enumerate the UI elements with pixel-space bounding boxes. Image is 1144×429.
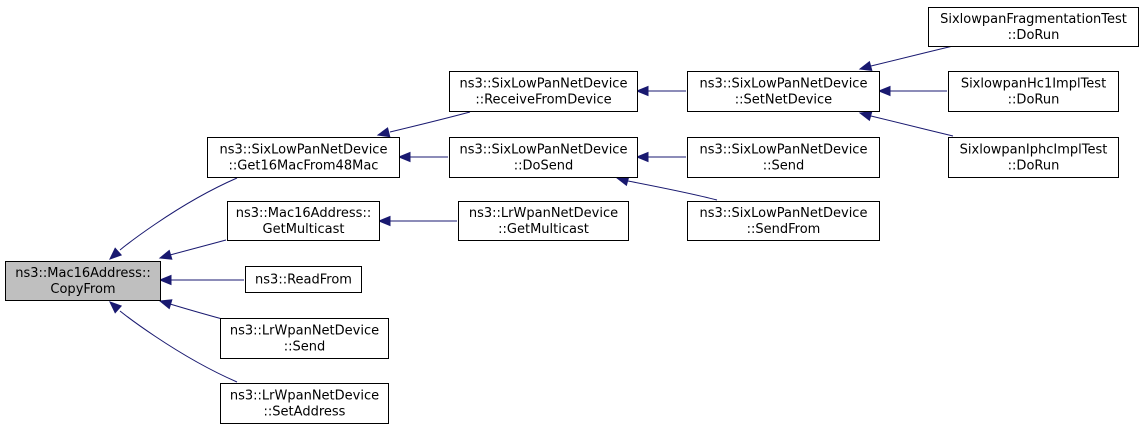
node-label-line: ns3::Mac16Address:: — [15, 266, 150, 281]
node-label-line: ns3::ReadFrom — [255, 273, 352, 288]
arrowhead — [635, 85, 649, 97]
node-label-line: ::SetAddress — [264, 405, 346, 420]
node-root: ns3::Mac16Address::CopyFrom — [5, 261, 161, 301]
edge-lrgetmulti-to-mac16multi — [377, 215, 457, 227]
node-box — [245, 266, 362, 293]
arrowhead — [158, 249, 173, 260]
arrowhead — [635, 151, 649, 163]
node-label-line: ::Send — [284, 340, 326, 355]
edge-lrsetaddr-to-root — [109, 301, 238, 383]
node-box — [5, 261, 161, 301]
node-label-line: ::ReceiveFromDevice — [475, 93, 611, 108]
node-box — [458, 201, 629, 241]
node-box — [687, 137, 880, 178]
node-get16[interactable]: ns3::SixLowPanNetDevice::Get16MacFrom48M… — [207, 137, 400, 178]
node-sixsend[interactable]: ns3::SixLowPanNetDevice::Send — [687, 137, 880, 178]
arrowhead — [877, 85, 891, 97]
node-lrsetaddr[interactable]: ns3::LrWpanNetDevice::SetAddress — [220, 383, 389, 424]
edge-readfrom-to-root — [158, 274, 244, 286]
node-mac16multi[interactable]: ns3::Mac16Address::GetMulticast — [227, 201, 380, 241]
node-label-line: ns3::SixLowPanNetDevice — [460, 143, 628, 158]
edge-line — [119, 310, 238, 383]
arrowhead — [858, 60, 873, 72]
node-label-line: ::SendFrom — [747, 222, 821, 237]
edge-hc1test-to-setnetdev — [877, 85, 947, 97]
edge-iphctest-to-setnetdev — [858, 110, 954, 137]
edge-get16-to-root — [109, 177, 238, 260]
node-label-line: ::SetNetDevice — [735, 93, 832, 108]
node-box — [220, 318, 389, 359]
node-label-line: SixlowpanFragmentationTest — [940, 12, 1127, 27]
edge-line — [169, 303, 227, 321]
node-label-line: ::Send — [763, 159, 805, 174]
edge-mac16multi-to-root — [158, 239, 227, 260]
node-box — [687, 201, 880, 241]
node-setnetdev[interactable]: ns3::SixLowPanNetDevice::SetNetDevice — [687, 71, 880, 112]
node-box — [220, 383, 389, 424]
edge-line — [119, 177, 238, 251]
arrowhead — [109, 247, 123, 260]
node-box — [928, 7, 1139, 47]
nodes-layer: ns3::Mac16Address::CopyFrom ns3::SixLowPa… — [5, 7, 1139, 424]
edge-line — [870, 45, 954, 67]
arrowhead — [376, 127, 391, 138]
arrowhead — [109, 301, 123, 314]
node-fragtest[interactable]: SixlowpanFragmentationTest::DoRun — [928, 7, 1139, 47]
arrowhead — [858, 110, 873, 122]
node-label-line: SixlowpanIphcImplTest — [960, 143, 1108, 158]
node-label-line: ::GetMulticast — [498, 222, 589, 237]
node-label-line: GetMulticast — [263, 222, 345, 237]
node-label-line: ::DoSend — [514, 159, 573, 174]
node-hc1test[interactable]: SixlowpanHc1ImplTest::DoRun — [948, 71, 1119, 112]
node-label-line: ::Get16MacFrom48Mac — [229, 159, 379, 174]
node-label-line: ns3::LrWpanNetDevice — [469, 206, 618, 221]
edge-dosend-to-get16 — [397, 151, 448, 163]
node-label-line: ::DoRun — [1008, 28, 1060, 43]
node-label-line: ns3::Mac16Address:: — [236, 206, 371, 221]
node-label-line: SixlowpanHc1ImplTest — [961, 77, 1106, 92]
edge-fragtest-to-setnetdev — [858, 45, 954, 72]
edge-sixsend-to-dosend — [635, 151, 686, 163]
edge-line — [169, 239, 227, 256]
arrowhead — [158, 299, 173, 310]
node-label-line: ns3::LrWpanNetDevice — [230, 324, 379, 339]
node-label-line: ns3::SixLowPanNetDevice — [700, 206, 868, 221]
arrowhead — [158, 274, 172, 286]
node-label-line: ::DoRun — [1008, 93, 1060, 108]
edge-line — [389, 111, 471, 133]
arrowhead — [397, 151, 411, 163]
arrowhead — [377, 215, 391, 227]
edge-line — [627, 180, 718, 201]
node-label-line: ns3::SixLowPanNetDevice — [460, 77, 628, 92]
edge-recvfrom-to-get16 — [376, 111, 471, 138]
node-box — [687, 71, 880, 112]
node-label-line: ::DoRun — [1008, 159, 1060, 174]
node-lrgetmulti[interactable]: ns3::LrWpanNetDevice::GetMulticast — [458, 201, 629, 241]
node-label-line: ns3::SixLowPanNetDevice — [700, 143, 868, 158]
node-label-line: ns3::SixLowPanNetDevice — [700, 77, 868, 92]
node-label-line: ns3::SixLowPanNetDevice — [220, 143, 388, 158]
edge-sendfrom-to-dosend — [615, 175, 718, 201]
node-box — [207, 137, 400, 178]
node-box — [227, 201, 380, 241]
node-dosend[interactable]: ns3::SixLowPanNetDevice::DoSend — [449, 137, 638, 178]
node-lrsend[interactable]: ns3::LrWpanNetDevice::Send — [220, 318, 389, 359]
node-label-line: CopyFrom — [50, 282, 115, 297]
node-recvfrom[interactable]: ns3::SixLowPanNetDevice::ReceiveFromDevi… — [449, 71, 638, 112]
node-box — [948, 137, 1119, 178]
node-readfrom[interactable]: ns3::ReadFrom — [245, 266, 362, 293]
node-box — [449, 137, 638, 178]
edge-setnetdev-to-recvfrom — [635, 85, 686, 97]
node-iphctest[interactable]: SixlowpanIphcImplTest::DoRun — [948, 137, 1119, 178]
node-label-line: ns3::LrWpanNetDevice — [230, 389, 379, 404]
edges-layer — [109, 45, 954, 383]
node-box — [449, 71, 638, 112]
node-box — [948, 71, 1119, 112]
edge-line — [870, 115, 954, 137]
node-sendfrom[interactable]: ns3::SixLowPanNetDevice::SendFrom — [687, 201, 880, 241]
edge-lrsend-to-root — [158, 299, 227, 321]
